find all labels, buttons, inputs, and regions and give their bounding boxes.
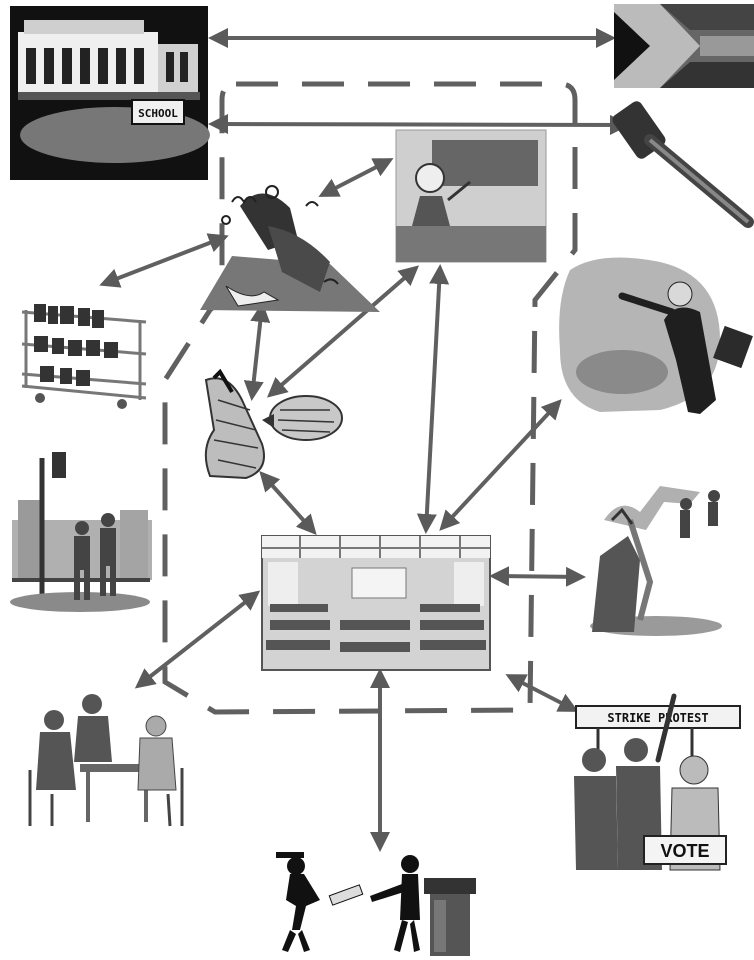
protest-sign-text: STRIKE PROTEST [607, 711, 708, 725]
businessman-pointing-icon [559, 257, 753, 414]
book-cart-icon [21, 304, 147, 409]
arrow-climbers-classroom [489, 566, 586, 587]
dashed-boundary [162, 81, 578, 715]
climbing-figures-icon [590, 486, 722, 636]
graduation-podium-icon [276, 852, 476, 956]
arrow-businessman-classroom [439, 399, 562, 531]
arrow-scribble-cart [99, 233, 229, 288]
teacher-at-blackboard-icon [395, 129, 547, 263]
arrow-students-classroom [134, 590, 261, 689]
scribble-figure-icon [200, 185, 380, 312]
south-african-flag-icon [614, 4, 754, 88]
students-at-table-icon [28, 694, 184, 827]
arrow-school-gavel [208, 114, 630, 135]
arrow-scribble-teacher [318, 158, 394, 197]
classroom-photo-icon [261, 535, 491, 671]
arrow-teacher-classroom [416, 264, 450, 534]
protesters-icon: STRIKE PROTEST VOTE [574, 693, 741, 871]
arrow-protesters-classroom [505, 674, 579, 712]
school-sign-text: SCHOOL [138, 107, 178, 120]
arrow-teacher-evolution [266, 265, 420, 398]
evolution-ape-fish-icon [204, 368, 343, 480]
people-in-city-icon [10, 452, 152, 612]
arrow-evolution-classroom [259, 471, 317, 535]
arrow-scribble-evolution [243, 302, 271, 401]
gavel-icon [612, 101, 754, 228]
connection-arrows [99, 28, 630, 852]
school-building-icon: SCHOOL [10, 6, 210, 180]
vote-placard-text: VOTE [660, 841, 709, 861]
